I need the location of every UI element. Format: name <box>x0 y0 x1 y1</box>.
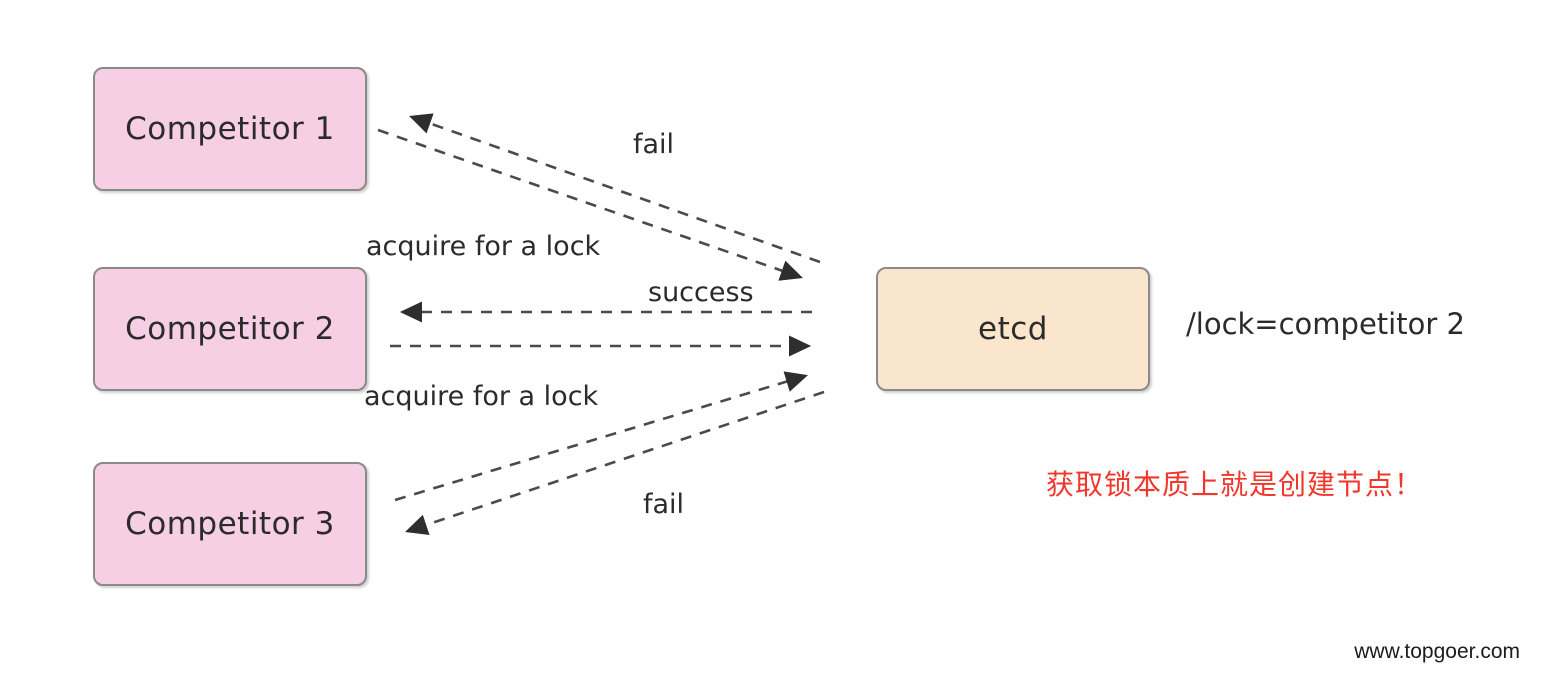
chinese-annotation: 获取锁本质上就是创建节点！ <box>1046 468 1424 501</box>
edge-label-fail-bottom: fail <box>643 489 685 520</box>
node-competitor-3[interactable]: Competitor 3 <box>93 462 367 586</box>
edge-label-acquire-bottom: acquire for a lock <box>364 381 599 412</box>
watermark: www.topgoer.com <box>1354 640 1520 663</box>
node-competitor-2[interactable]: Competitor 2 <box>93 267 367 391</box>
node-competitor-2-label: Competitor 2 <box>125 311 335 347</box>
lock-value-note: /lock=competitor 2 <box>1186 307 1465 341</box>
node-competitor-1-label: Competitor 1 <box>125 111 335 147</box>
node-etcd-label: etcd <box>978 311 1048 347</box>
edge-label-success: success <box>648 277 754 308</box>
node-etcd[interactable]: etcd <box>876 267 1150 391</box>
node-competitor-3-label: Competitor 3 <box>125 506 335 542</box>
edge-label-fail-top: fail <box>633 129 675 160</box>
edge-c3-reply <box>405 390 825 536</box>
node-competitor-1[interactable]: Competitor 1 <box>93 67 367 191</box>
edge-label-acquire-top: acquire for a lock <box>366 231 601 262</box>
